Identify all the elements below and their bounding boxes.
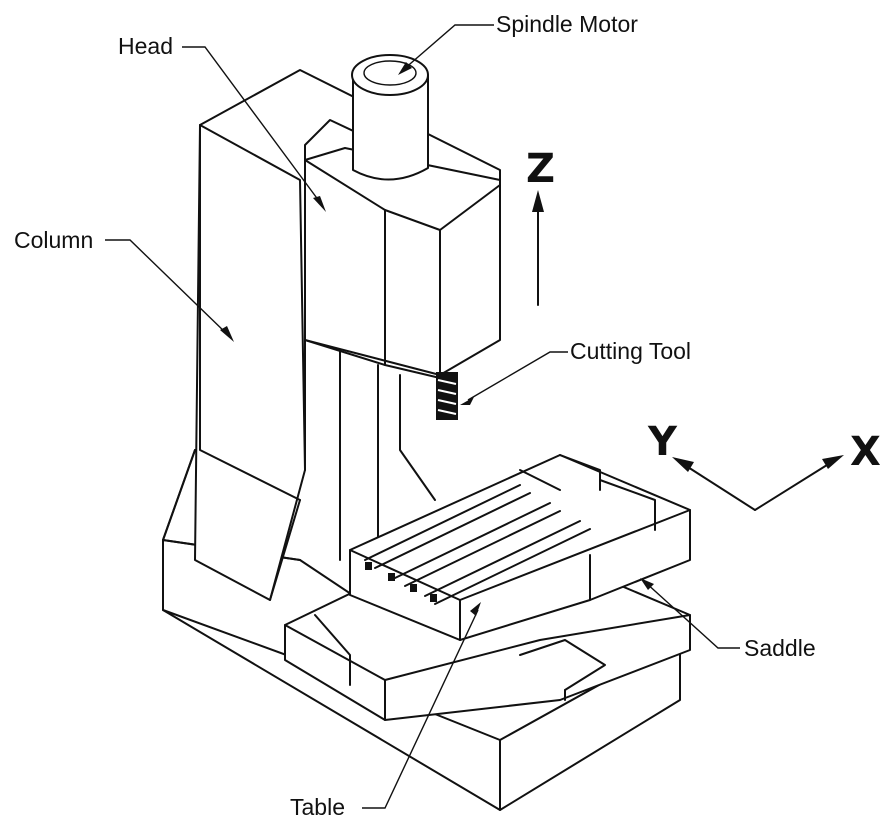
axis-label-z: Z <box>526 146 555 192</box>
label-saddle: Saddle <box>744 635 816 661</box>
z-axis-arrow <box>532 190 544 306</box>
label-column: Column <box>14 227 93 253</box>
xy-axis-arrows <box>672 455 844 511</box>
label-cutting-tool: Cutting Tool <box>570 338 691 364</box>
spindle-motor <box>351 54 429 181</box>
label-spindle-motor: Spindle Motor <box>496 11 638 37</box>
machine-table <box>349 454 691 641</box>
axis-label-y: Y <box>647 419 678 465</box>
cutting-tool <box>436 372 458 420</box>
label-head: Head <box>118 33 173 59</box>
axis-label-x: X <box>850 429 881 475</box>
leader-lines <box>105 24 740 809</box>
label-table: Table <box>290 794 345 820</box>
machine-column <box>162 69 501 601</box>
machine-head <box>304 147 501 379</box>
